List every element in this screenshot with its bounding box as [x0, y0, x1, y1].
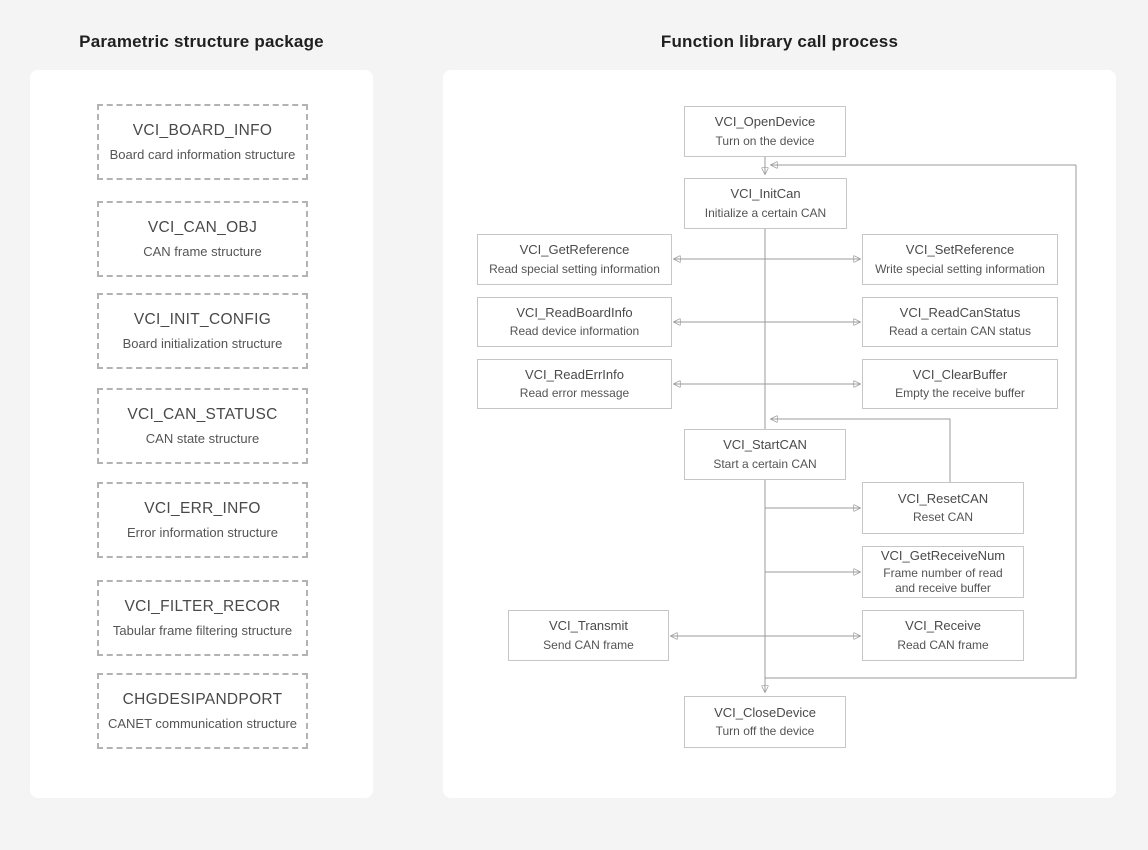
node-desc: Initialize a certain CAN: [704, 205, 827, 220]
flow-node-init-can: VCI_InitCan Initialize a certain CAN: [684, 178, 847, 229]
struct-name: VCI_ERR_INFO: [144, 500, 261, 517]
node-desc: Empty the receive buffer: [895, 386, 1025, 401]
node-desc: Reset CAN: [912, 510, 974, 525]
node-name: VCI_Transmit: [549, 618, 628, 634]
flow-node-open-device: VCI_OpenDevice Turn on the device: [684, 106, 846, 157]
flow-node-read-board-info: VCI_ReadBoardInfo Read device informatio…: [477, 297, 672, 347]
node-name: VCI_ResetCAN: [897, 490, 989, 506]
struct-desc: CAN state structure: [145, 431, 260, 446]
node-desc: Frame number of read and receive buffer: [883, 565, 1003, 595]
struct-box-err-info: VCI_ERR_INFO Error information structure: [97, 482, 308, 558]
struct-desc: Tabular frame filtering structure: [112, 623, 293, 638]
flow-node-get-receive-num: VCI_GetReceiveNum Frame number of read a…: [862, 546, 1024, 598]
struct-desc: CAN frame structure: [143, 244, 262, 259]
struct-box-can-obj: VCI_CAN_OBJ CAN frame structure: [97, 201, 308, 277]
node-name: VCI_OpenDevice: [714, 114, 816, 130]
struct-desc: Board card information structure: [109, 147, 296, 162]
node-desc: Turn off the device: [715, 724, 815, 739]
call-process-card: VCI_OpenDevice Turn on the device VCI_In…: [443, 70, 1116, 798]
struct-box-can-status: VCI_CAN_STATUSC CAN state structure: [97, 388, 308, 464]
flow-node-close-device: VCI_CloseDevice Turn off the device: [684, 696, 846, 748]
parametric-structure-card: VCI_BOARD_INFO Board card information st…: [30, 70, 373, 798]
node-name: VCI_ReadBoardInfo: [516, 304, 633, 320]
node-name: VCI_SetReference: [905, 242, 1015, 258]
struct-box-filter-record: VCI_FILTER_RECOR Tabular frame filtering…: [97, 580, 308, 656]
struct-box-canet-comm: CHGDESIPANDPORT CANET communication stru…: [97, 673, 308, 749]
struct-name: VCI_FILTER_RECOR: [124, 598, 281, 615]
flow-node-receive: VCI_Receive Read CAN frame: [862, 610, 1024, 661]
node-desc: Read special setting information: [489, 261, 660, 276]
flow-node-reset-can: VCI_ResetCAN Reset CAN: [862, 482, 1024, 534]
flow-node-read-err-info: VCI_ReadErrInfo Read error message: [477, 359, 672, 409]
node-name: VCI_ClearBuffer: [912, 366, 1008, 382]
node-desc: Read device information: [509, 324, 640, 339]
flow-node-read-can-status: VCI_ReadCanStatus Read a certain CAN sta…: [862, 297, 1058, 347]
struct-box-board-info: VCI_BOARD_INFO Board card information st…: [97, 104, 308, 180]
struct-desc: CANET communication structure: [107, 716, 298, 731]
node-name: VCI_ReadCanStatus: [899, 304, 1021, 320]
node-desc: Turn on the device: [715, 133, 815, 148]
node-name: VCI_GetReceiveNum: [880, 548, 1006, 564]
node-desc: Start a certain CAN: [713, 456, 817, 471]
struct-name: CHGDESIPANDPORT: [122, 691, 283, 708]
node-desc: Write special setting information: [875, 261, 1045, 276]
node-desc: Read a certain CAN status: [888, 324, 1032, 339]
struct-box-init-config: VCI_INIT_CONFIG Board initialization str…: [97, 293, 308, 369]
right-panel-title: Function library call process: [660, 32, 899, 51]
node-desc: Read error message: [519, 386, 630, 401]
flow-node-get-reference: VCI_GetReference Read special setting in…: [477, 234, 672, 285]
struct-name: VCI_BOARD_INFO: [132, 122, 273, 139]
struct-desc: Error information structure: [127, 525, 278, 540]
struct-name: VCI_CAN_STATUSC: [127, 406, 278, 423]
node-name: VCI_GetReference: [519, 242, 630, 258]
node-name: VCI_ReadErrInfo: [525, 366, 624, 382]
node-desc: Read CAN frame: [897, 637, 989, 652]
flow-node-start-can: VCI_StartCAN Start a certain CAN: [684, 429, 846, 480]
node-name: VCI_Receive: [905, 618, 981, 634]
node-desc: Send CAN frame: [543, 637, 634, 652]
left-panel-title: Parametric structure package: [79, 32, 324, 51]
struct-desc: Board initialization structure: [122, 336, 283, 351]
flow-node-transmit: VCI_Transmit Send CAN frame: [508, 610, 669, 661]
node-name: VCI_StartCAN: [723, 437, 807, 453]
struct-name: VCI_INIT_CONFIG: [133, 311, 272, 328]
flow-node-clear-buffer: VCI_ClearBuffer Empty the receive buffer: [862, 359, 1058, 409]
struct-name: VCI_CAN_OBJ: [147, 219, 258, 236]
node-name: VCI_CloseDevice: [714, 704, 816, 720]
flow-node-set-reference: VCI_SetReference Write special setting i…: [862, 234, 1058, 285]
node-name: VCI_InitCan: [730, 186, 801, 202]
